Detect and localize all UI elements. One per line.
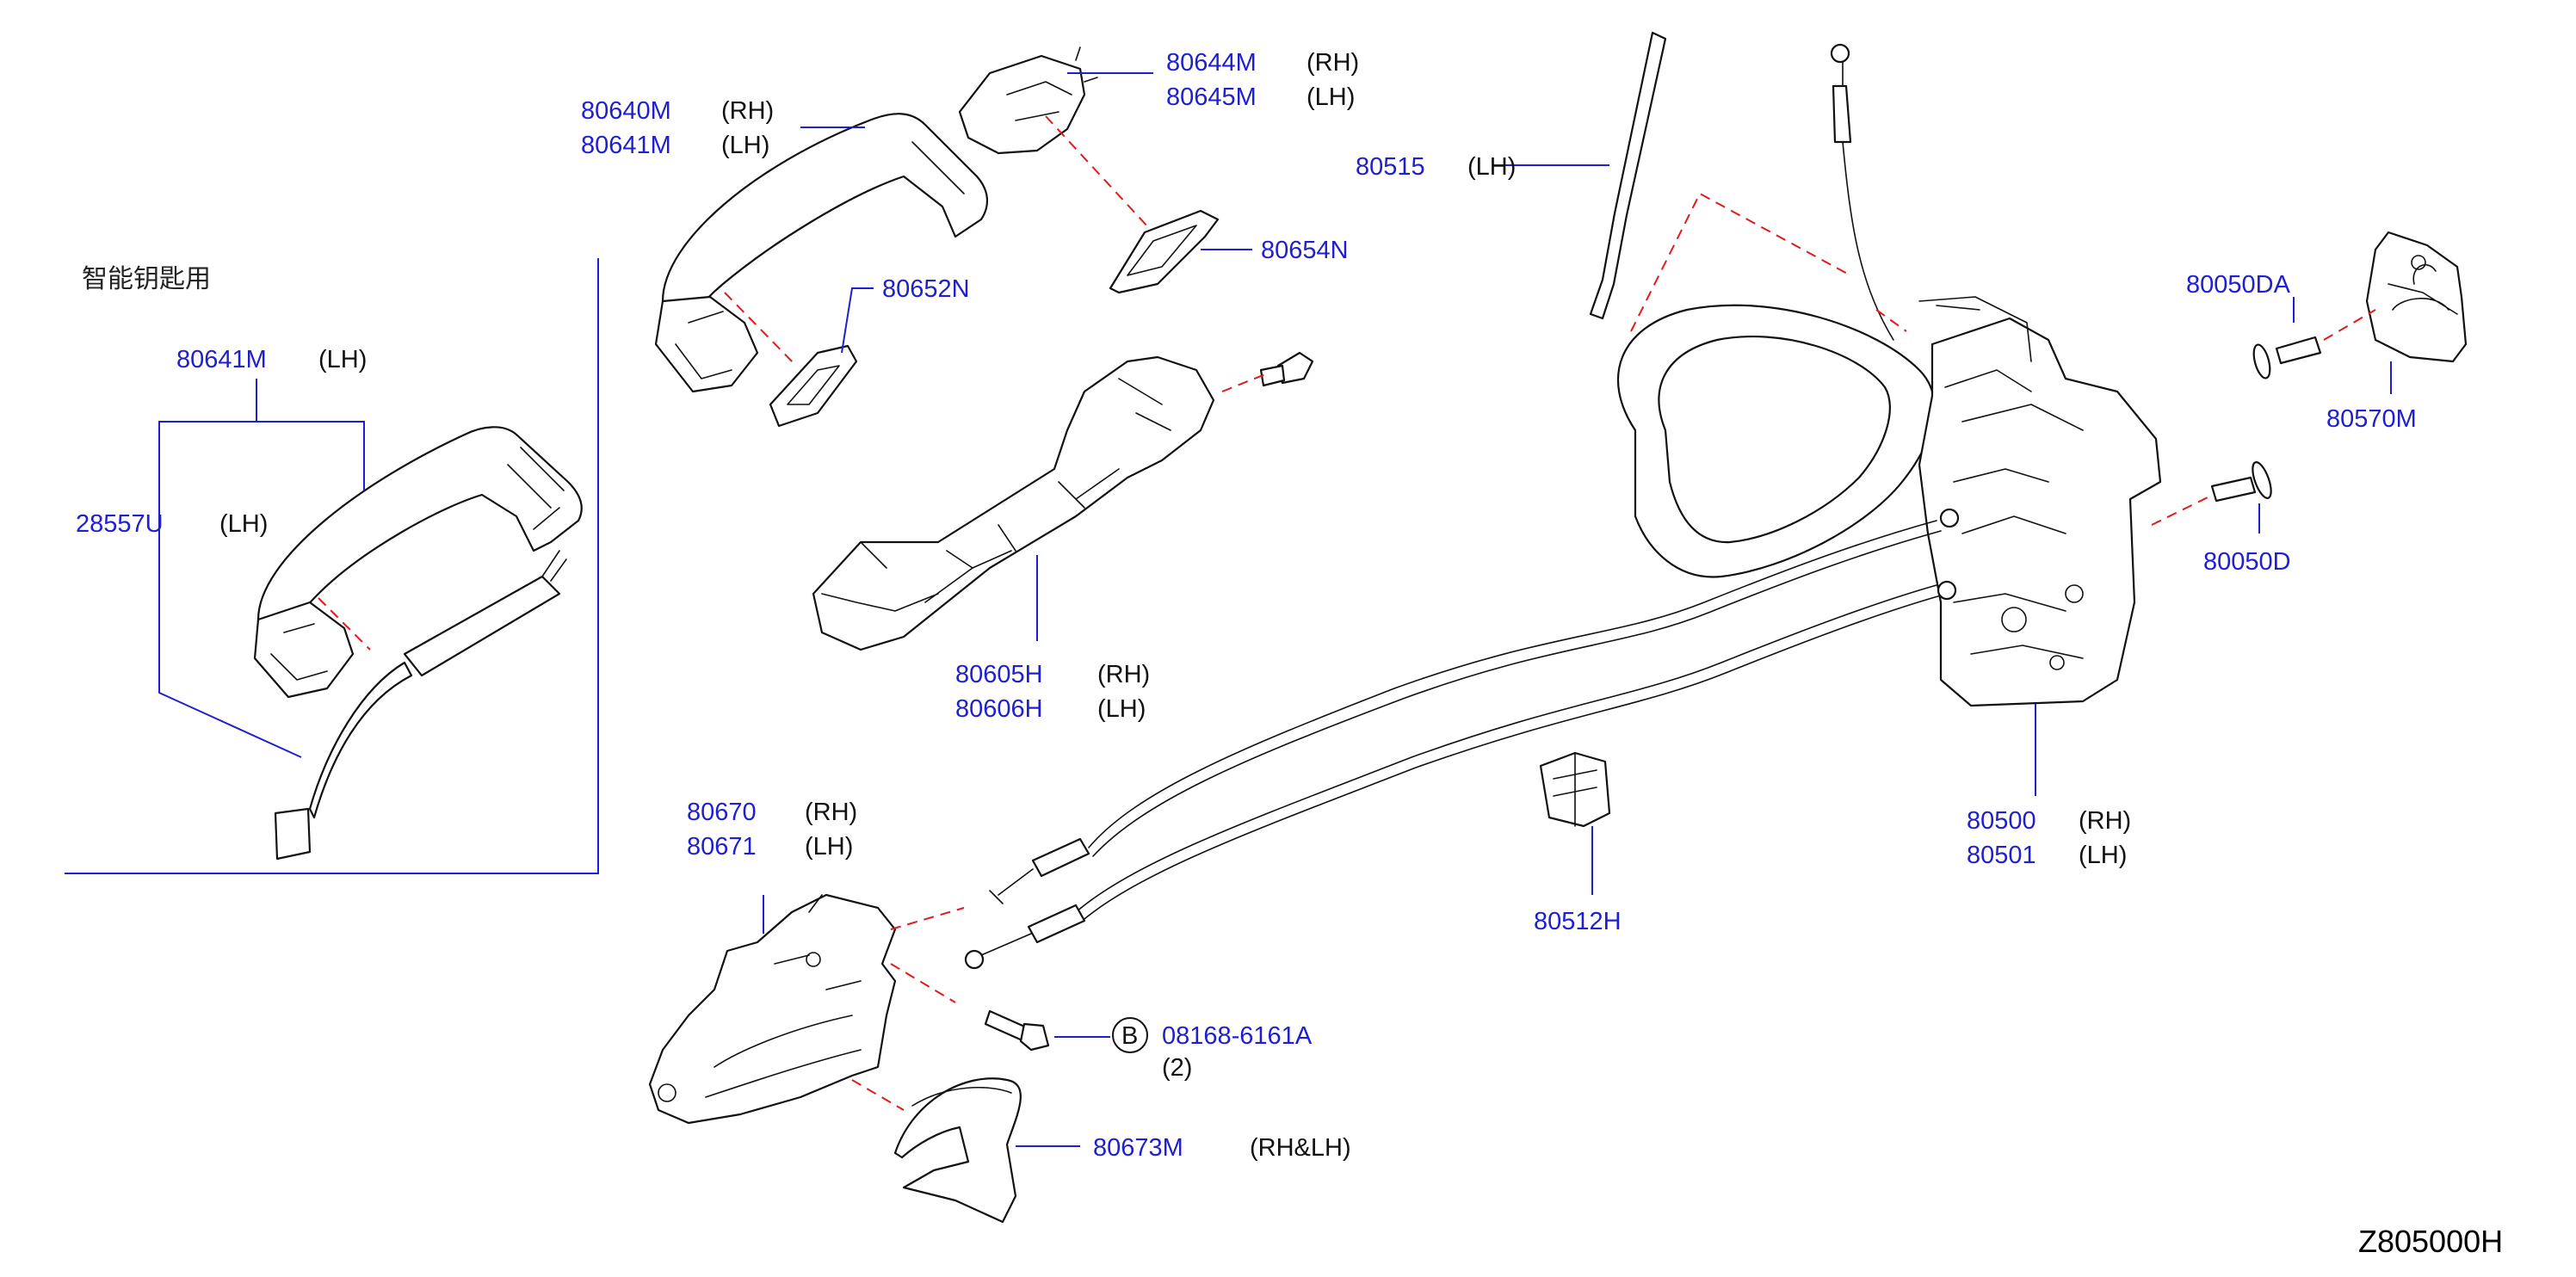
- lock-rh-side: (RH): [2079, 807, 2131, 835]
- escutcheon-drawing: [893, 1077, 1022, 1224]
- handle-bracket-drawing: [812, 355, 1215, 651]
- striker-screw-part-number: 80050DA: [2186, 271, 2291, 299]
- cover-rh-side: (RH): [1307, 49, 1359, 77]
- bracket-rh-side: (RH): [1097, 661, 1150, 688]
- lock-screw-part-number: 80050D: [2203, 548, 2291, 576]
- cable-clip-drawing: [1539, 751, 1611, 828]
- inset-panel: 智能钥匙用 80641M (LH) 28557U (LH): [65, 258, 599, 874]
- handle-lh-part-number: 80641M: [581, 132, 671, 159]
- handle-cover-drawing: [958, 46, 1098, 155]
- handle-lh-side: (LH): [721, 132, 769, 159]
- striker-screw-drawing: [2252, 336, 2322, 379]
- cover-lh-side: (LH): [1307, 83, 1355, 111]
- lock-rh-part-number: 80500: [1967, 807, 2036, 835]
- diagram-code: Z805000H: [2358, 1224, 2503, 1259]
- inside-handle-lh-part-number: 80671: [687, 833, 757, 861]
- inset-caption: 智能钥匙用: [82, 264, 211, 294]
- inset-antenna-part-number: 28557U: [76, 510, 164, 538]
- door-lock-actuator-drawing: [1616, 296, 2162, 707]
- control-rod-drawing: [1589, 31, 1667, 320]
- lock-lh-side: (LH): [2079, 842, 2127, 869]
- inset-handle-side: (LH): [318, 346, 367, 373]
- outside-handle-drawing: [654, 113, 988, 393]
- inside-handle-rh-part-number: 80670: [687, 799, 757, 826]
- bolt-badge-letter: B: [1121, 1022, 1138, 1050]
- handle-rh-side: (RH): [721, 97, 774, 125]
- lock-lh-part-number: 80501: [1967, 842, 2036, 869]
- bracket-lh-part-number: 80606H: [955, 695, 1043, 723]
- cable-assembly-drawing: [964, 508, 1960, 970]
- rod-part-number: 80515: [1356, 153, 1425, 181]
- inside-handle-drawing: [648, 893, 897, 1125]
- escutcheon-part-number: 80673M: [1093, 1134, 1183, 1162]
- bolt-quantity: (2): [1162, 1054, 1192, 1082]
- gasket-front-drawing: [769, 344, 858, 428]
- lock-cable-top-drawing: [1830, 43, 1894, 341]
- gasket-rear-part-number: 80654N: [1261, 237, 1349, 264]
- inset-dash-line: [318, 597, 371, 651]
- bolt-drawing: [984, 1009, 1050, 1052]
- striker-part-number: 80570M: [2326, 405, 2417, 433]
- bolt-part-number: 08168-6161A: [1162, 1022, 1313, 1050]
- gasket-rear-drawing: [1109, 209, 1220, 294]
- inset-handle-part-number: 80641M: [176, 346, 267, 373]
- cover-lh-part-number: 80645M: [1166, 83, 1257, 111]
- lock-screw-drawing: [2210, 461, 2272, 503]
- handle-rh-part-number: 80640M: [581, 97, 671, 125]
- rod-side: (LH): [1467, 153, 1516, 181]
- bracket-rh-part-number: 80605H: [955, 661, 1043, 688]
- gasket-front-part-number: 80652N: [882, 275, 970, 303]
- cover-rh-part-number: 80644M: [1166, 49, 1257, 77]
- bracket-lh-side: (LH): [1097, 695, 1146, 723]
- inset-outside-handle-drawing: [253, 426, 583, 861]
- clip-part-number: 80512H: [1534, 908, 1622, 935]
- inside-handle-lh-side: (LH): [805, 833, 853, 861]
- bolt-badge-circle: [1112, 1017, 1148, 1053]
- escutcheon-side: (RH&LH): [1250, 1134, 1351, 1162]
- inset-antenna-side: (LH): [219, 510, 268, 538]
- inside-handle-rh-side: (RH): [805, 799, 857, 826]
- bracket-screw-drawing: [1259, 351, 1314, 387]
- striker-drawing: [2365, 231, 2468, 363]
